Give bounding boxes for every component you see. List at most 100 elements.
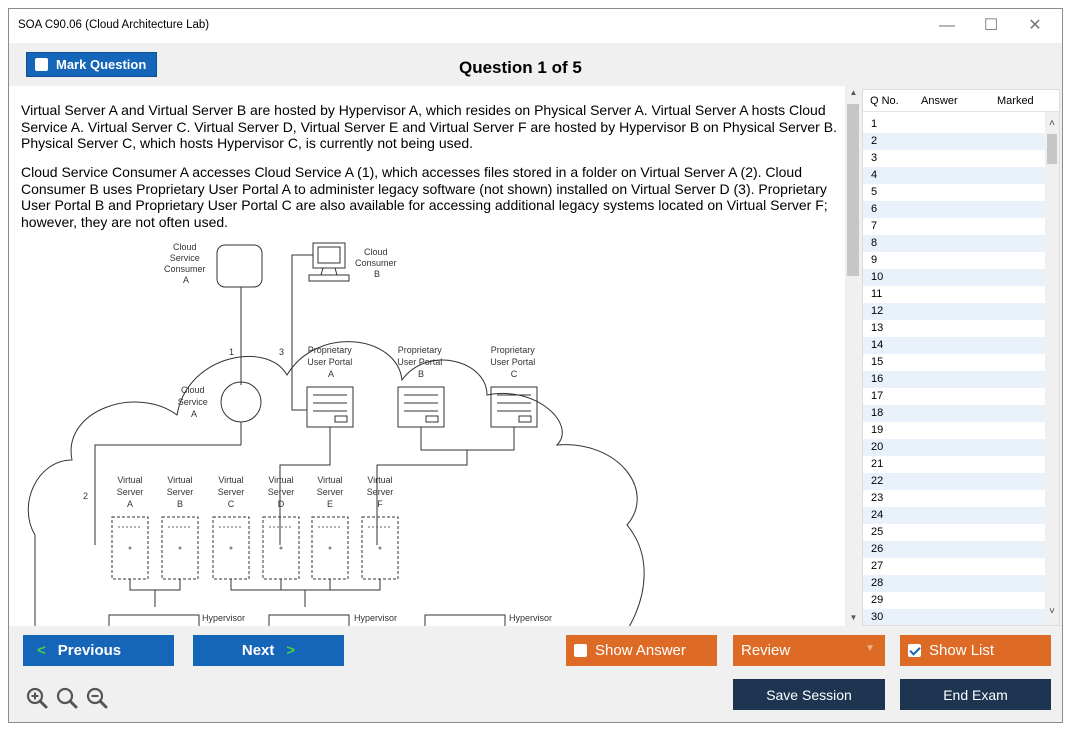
question-paragraph-1: Virtual Server A and Virtual Server B ar… <box>21 102 837 151</box>
maximize-button[interactable]: ☐ <box>983 17 999 34</box>
question-list-item[interactable]: 19 <box>871 424 884 436</box>
answer-header: Answer <box>921 95 958 107</box>
cloud-outline <box>27 341 645 626</box>
question-list-item[interactable]: 2 <box>863 133 1045 150</box>
mark-question-label: Mark Question <box>56 57 147 72</box>
close-button[interactable]: ✕ <box>1028 17 1042 34</box>
list-scroll-thumb[interactable] <box>1047 134 1057 164</box>
question-list-item[interactable]: 23 <box>871 492 884 504</box>
show-answer-button[interactable]: Show Answer <box>566 635 717 666</box>
question-list-item[interactable]: 9 <box>871 254 878 266</box>
cloud-service-a-icon <box>220 381 262 423</box>
next-label: Next <box>241 642 275 659</box>
question-list-item[interactable]: 29 <box>871 594 884 606</box>
mark-checkbox-icon <box>35 58 48 71</box>
end-exam-button[interactable]: End Exam <box>900 679 1051 710</box>
save-session-button[interactable]: Save Session <box>733 679 885 710</box>
question-list-item[interactable]: 15 <box>871 356 884 368</box>
conn-1-label: 1 <box>229 347 234 357</box>
show-answer-checkbox-icon[interactable] <box>574 644 587 657</box>
csc-a-device <box>216 244 263 288</box>
zoom-reset-icon[interactable] <box>55 686 79 710</box>
question-list-item[interactable]: 6 <box>863 201 1045 218</box>
chevron-left-icon: < <box>37 642 46 659</box>
svg-text:Proprietary User Por: Proprietary User Portal A <box>307 345 355 379</box>
question-list-item[interactable]: 7 <box>871 220 878 232</box>
question-list-item[interactable]: 3 <box>871 152 878 164</box>
question-list-item[interactable]: 18 <box>863 405 1045 422</box>
portal-b: Proprietary User Portal B <box>397 345 445 428</box>
list-scroll-down-icon[interactable]: ˅ <box>1049 606 1055 617</box>
question-list-item[interactable]: 13 <box>871 322 884 334</box>
question-list-item[interactable]: 30 <box>863 609 1045 625</box>
zoom-in-icon[interactable] <box>25 686 49 710</box>
question-list-item[interactable]: 1 <box>871 118 878 130</box>
question-header-bar: Mark Question Question 1 of 5 <box>9 43 1062 86</box>
question-list-item[interactable]: 17 <box>871 390 884 402</box>
question-list-header: Q No. Answer Marked <box>863 90 1059 112</box>
question-list-item[interactable]: 24 <box>863 507 1045 524</box>
minimize-button[interactable]: — <box>939 17 955 34</box>
save-session-label: Save Session <box>766 686 852 703</box>
question-content: Virtual Server A and Virtual Server B ar… <box>9 86 845 626</box>
question-list-item[interactable]: 12 <box>863 303 1045 320</box>
svg-text:Hypervisor: Hypervisor <box>509 613 552 623</box>
review-dropdown[interactable]: Review ▼ <box>733 635 885 666</box>
conn-2-label: 2 <box>83 491 88 501</box>
question-list-item[interactable]: 26 <box>863 541 1045 558</box>
end-exam-label: End Exam <box>943 686 1008 703</box>
cloud-architecture-diagram: Cloud Service Consumer A 1 Cloud Consume… <box>27 242 645 626</box>
cc-b-label: Cloud Consumer B <box>355 247 399 279</box>
content-scroll-thumb[interactable] <box>847 104 859 276</box>
content-scrollbar[interactable]: ▲ ▼ <box>845 86 862 626</box>
question-list-item[interactable]: 21 <box>871 458 884 470</box>
next-button[interactable]: Next > <box>193 635 344 666</box>
marked-header: Marked <box>997 95 1034 107</box>
scroll-down-arrow-icon[interactable]: ▼ <box>849 613 858 622</box>
question-list-item[interactable]: 8 <box>863 235 1045 252</box>
cloud-service-a-label: Cloud Service A <box>178 385 211 419</box>
question-list-item[interactable]: 25 <box>871 526 884 538</box>
show-list-checkbox-icon[interactable] <box>908 644 921 657</box>
portal-c: Proprietary User Portal C <box>490 345 538 428</box>
question-list-item[interactable]: 10 <box>863 269 1045 286</box>
list-scroll-up-icon[interactable]: ˄ <box>1049 118 1055 129</box>
zoom-out-icon[interactable] <box>85 686 109 710</box>
svg-text:Hypervisor: Hypervisor <box>354 613 397 623</box>
title-bar: SOA C90.06 (Cloud Architecture Lab) — ☐ … <box>9 9 1062 43</box>
question-list-item[interactable]: 4 <box>863 167 1045 184</box>
question-list-item[interactable]: 14 <box>863 337 1045 354</box>
previous-button[interactable]: < Previous <box>23 635 174 666</box>
hypervisor-a <box>108 614 200 626</box>
mark-question-button[interactable]: Mark Question <box>26 52 157 77</box>
question-list-item[interactable]: 5 <box>871 186 878 198</box>
scroll-up-arrow-icon[interactable]: ▲ <box>849 88 858 97</box>
hypervisor-c <box>424 614 506 626</box>
conn-3-label: 3 <box>279 347 284 357</box>
dropdown-arrow-icon: ▼ <box>865 643 875 654</box>
chevron-right-icon: > <box>286 642 296 659</box>
svg-text:Proprietary User Por: Proprietary User Portal C <box>490 345 538 379</box>
svg-text:Proprietary User Por: Proprietary User Portal B <box>397 345 445 379</box>
question-list-item[interactable]: 22 <box>863 473 1045 490</box>
qno-header: Q No. <box>870 95 899 107</box>
question-list-item[interactable]: 27 <box>871 560 884 572</box>
hypervisor-b <box>268 614 350 626</box>
question-list-item[interactable]: 11 <box>871 288 883 300</box>
question-list-item[interactable]: 28 <box>863 575 1045 592</box>
question-list-scrollbar[interactable]: ˄ ˅ <box>1045 112 1059 625</box>
show-list-label: Show List <box>929 642 995 659</box>
show-list-button[interactable]: Show List <box>900 635 1051 666</box>
question-list-item[interactable]: 20 <box>863 439 1045 456</box>
window-title: SOA C90.06 (Cloud Architecture Lab) <box>18 19 210 31</box>
question-list-item[interactable]: 16 <box>863 371 1045 388</box>
question-counter: Question 1 of 5 <box>459 58 582 77</box>
